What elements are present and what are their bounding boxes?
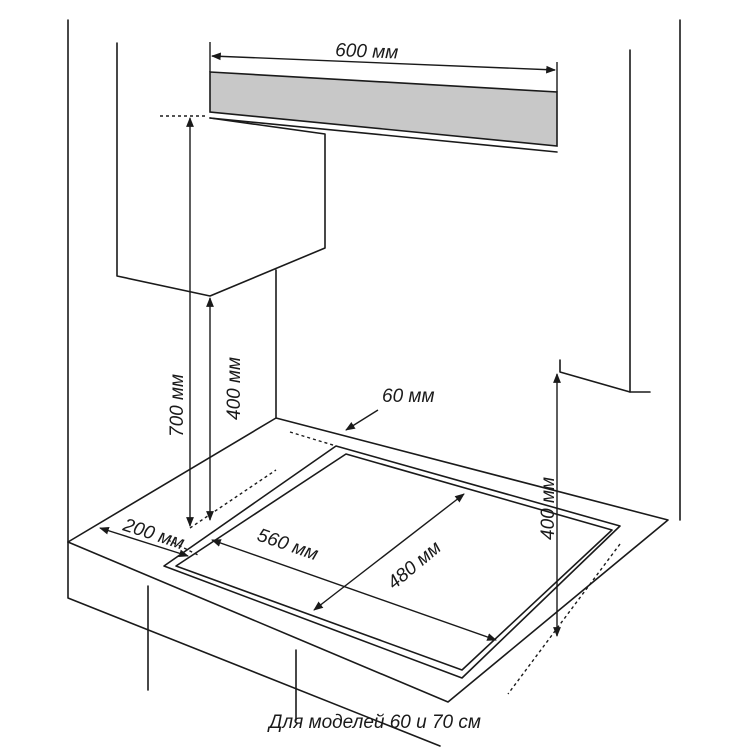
label-rear-gap: 60 мм [382, 386, 434, 407]
left-upper-cabinet [116, 42, 326, 419]
label-height-700: 700 мм [167, 374, 188, 437]
guide-lines [160, 115, 621, 695]
label-cutout-depth: 480 мм [384, 537, 446, 594]
caption: Для моделей 60 и 70 см [269, 712, 481, 733]
dimension-lines [99, 42, 561, 641]
countertop [67, 417, 669, 747]
label-height-400-left: 400 мм [224, 357, 245, 420]
label-height-400-right: 400 мм [538, 477, 559, 540]
label-cutout-width: 560 мм [254, 525, 320, 565]
cooker-hood [209, 71, 558, 153]
right-upper-cabinet [559, 49, 651, 393]
label-hood-width: 600 мм [335, 40, 399, 64]
label-side-gap: 200 мм [120, 514, 187, 554]
back-wall [67, 19, 681, 543]
